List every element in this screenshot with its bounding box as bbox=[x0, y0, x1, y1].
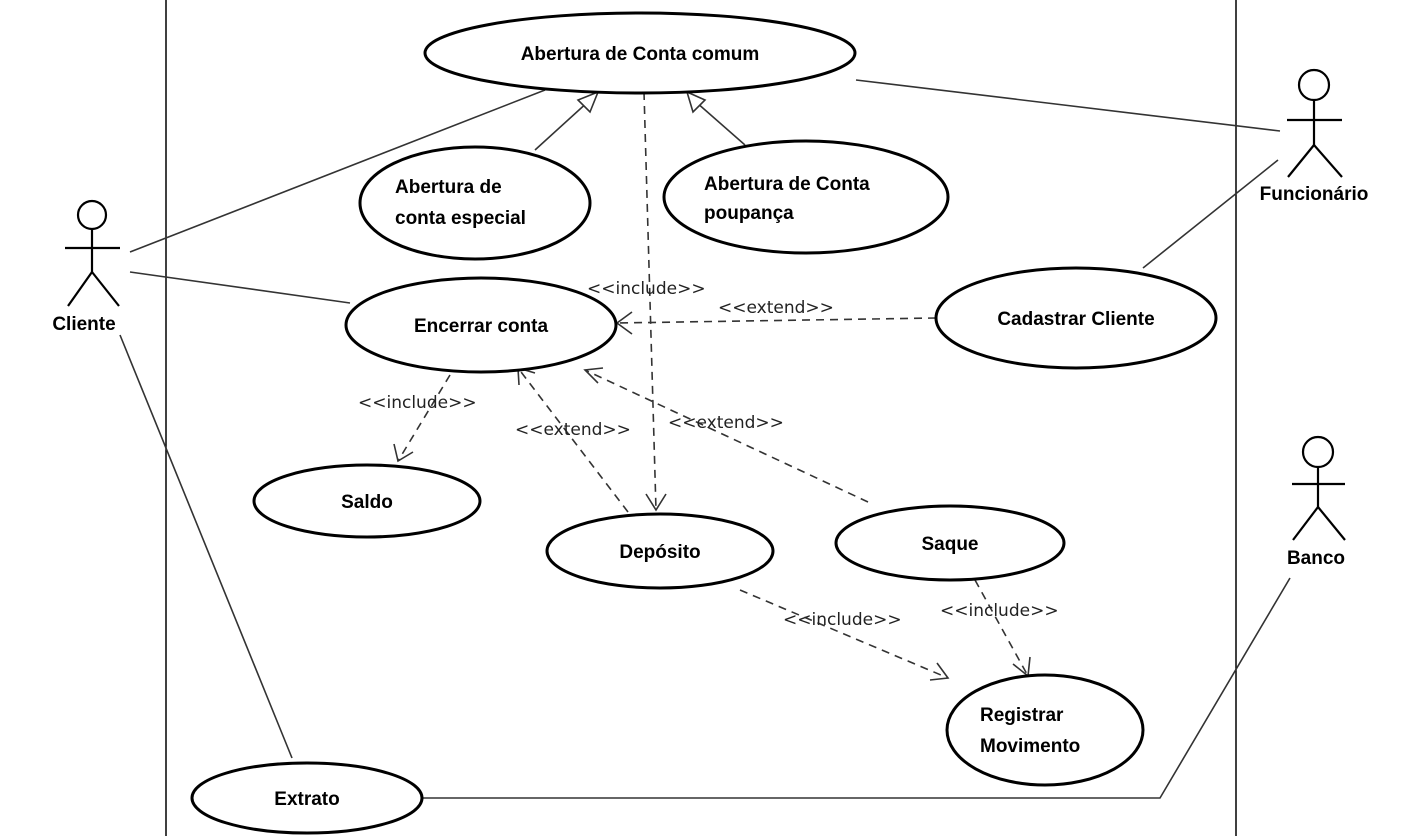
usecase-registrar-movimento-label-2: Movimento bbox=[980, 736, 1080, 757]
dep-extend-saque-encerrar bbox=[584, 369, 869, 503]
usecase-abertura-especial-label-2: conta especial bbox=[395, 208, 526, 229]
stereo-extend-deposito: <<extend>> bbox=[515, 420, 631, 440]
arrow-head-deposito bbox=[645, 493, 667, 512]
gen-poupanca-comum bbox=[695, 101, 746, 146]
gen-head-especial bbox=[576, 90, 600, 114]
gen-head-poupanca bbox=[685, 90, 707, 114]
stereo-extend-cadastrar: <<extend>> bbox=[718, 298, 834, 318]
assoc-funcionario-cadastrar bbox=[1142, 159, 1279, 269]
usecase-deposito-label: Depósito bbox=[619, 542, 700, 563]
stereo-include-deposito: <<include>> bbox=[587, 279, 706, 299]
stereo-extend-saque: <<extend>> bbox=[668, 413, 784, 433]
usecase-abertura-comum-label: Abertura de Conta comum bbox=[521, 44, 760, 65]
usecase-saque[interactable]: Saque bbox=[834, 504, 1066, 582]
actor-banco-label: Banco bbox=[1287, 548, 1345, 569]
usecase-abertura-poupanca-label-2: poupança bbox=[704, 203, 794, 224]
stereo-include-registrar-deposito: <<include>> bbox=[783, 610, 902, 630]
usecase-abertura-especial[interactable]: Abertura de conta especial bbox=[358, 145, 592, 261]
assoc-cliente-abertura-comum bbox=[129, 89, 546, 253]
arrow-head-encerrar-3 bbox=[583, 367, 604, 384]
actor-cliente[interactable]: Cliente bbox=[52, 199, 120, 335]
usecase-abertura-poupanca[interactable]: Abertura de Conta poupança bbox=[662, 139, 950, 255]
usecase-saque-label: Saque bbox=[921, 534, 978, 555]
assoc-funcionario-abertura-comum bbox=[855, 79, 1281, 132]
assoc-cliente-encerrar bbox=[129, 271, 351, 304]
usecase-saldo-label: Saldo bbox=[341, 492, 393, 513]
usecase-abertura-poupanca-label: Abertura de Conta bbox=[704, 174, 870, 195]
stereo-include-saldo: <<include>> bbox=[358, 393, 477, 413]
stereo-include-registrar-saque: <<include>> bbox=[940, 601, 1059, 621]
arrow-head-saldo bbox=[393, 443, 414, 463]
usecase-abertura-comum[interactable]: Abertura de Conta comum bbox=[423, 11, 857, 95]
usecase-encerrar-conta[interactable]: Encerrar conta bbox=[344, 276, 618, 374]
dep-include-encerrar-saldo bbox=[397, 374, 451, 462]
dep-extend-cadastrar-encerrar bbox=[616, 317, 937, 324]
usecase-saldo[interactable]: Saldo bbox=[252, 463, 482, 539]
usecase-cadastrar-cliente[interactable]: Cadastrar Cliente bbox=[934, 266, 1218, 370]
assoc-banco-extrato bbox=[422, 577, 1291, 799]
dep-include-comum-deposito bbox=[643, 91, 657, 511]
usecase-extrato[interactable]: Extrato bbox=[190, 761, 424, 835]
usecase-abertura-especial-label: Abertura de bbox=[395, 177, 502, 198]
usecase-deposito[interactable]: Depósito bbox=[545, 512, 775, 590]
usecase-extrato-label: Extrato bbox=[274, 789, 339, 810]
gen-especial-comum bbox=[534, 99, 591, 151]
usecase-cadastrar-cliente-label: Cadastrar Cliente bbox=[997, 309, 1154, 330]
actor-funcionario[interactable]: Funcionário bbox=[1260, 68, 1369, 205]
actor-cliente-label: Cliente bbox=[52, 314, 115, 335]
usecase-registrar-movimento[interactable]: Registrar Movimento bbox=[945, 673, 1145, 787]
actor-banco[interactable]: Banco bbox=[1287, 435, 1346, 569]
arrow-head-registrar-2 bbox=[1012, 656, 1031, 678]
usecase-encerrar-conta-label: Encerrar conta bbox=[414, 316, 549, 337]
arrow-head-registrar-1 bbox=[929, 662, 950, 681]
dep-include-saque-registrar bbox=[974, 579, 1029, 677]
usecase-registrar-movimento-label: Registrar bbox=[980, 705, 1064, 726]
dep-include-deposito-registrar bbox=[739, 589, 949, 679]
dep-extend-deposito-encerrar bbox=[517, 367, 629, 513]
assoc-cliente-extrato bbox=[119, 334, 293, 759]
actor-funcionario-label: Funcionário bbox=[1260, 184, 1369, 205]
